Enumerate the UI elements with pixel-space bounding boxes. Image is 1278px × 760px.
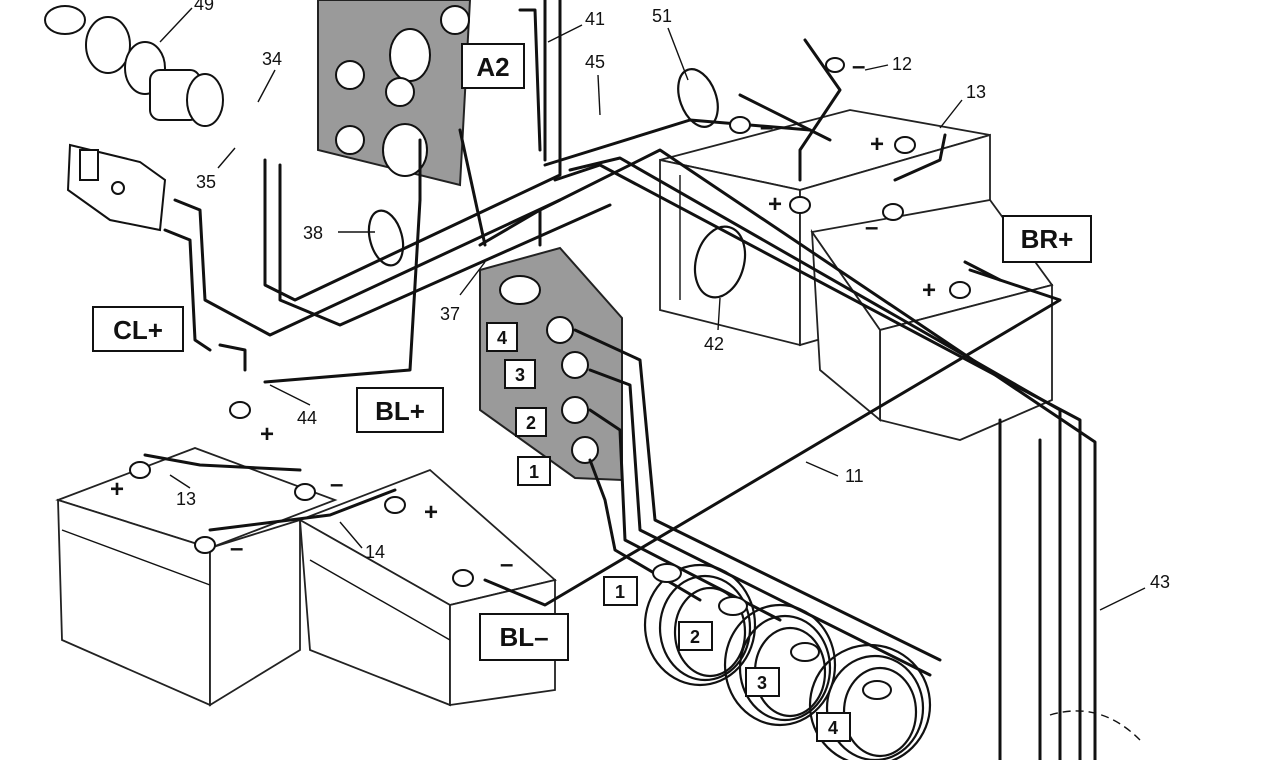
- label-coil-3: 3: [745, 667, 780, 697]
- callout-14: 14: [365, 542, 385, 562]
- svg-text:2: 2: [690, 627, 700, 647]
- battery-left-a: [55, 447, 338, 707]
- callout-42: 42: [704, 334, 724, 354]
- svg-text:CL+: CL+: [113, 315, 163, 345]
- label-terminal-3: 3: [504, 359, 536, 389]
- svg-text:–: –: [330, 471, 343, 498]
- label-bl-minus: BL–: [479, 613, 569, 661]
- wire-loops: [367, 68, 747, 299]
- label-terminal-1: 1: [517, 456, 551, 486]
- label-br-plus: BR+: [1002, 215, 1092, 263]
- callouts: 49 34 35 38 41 45 51 12 13 42 37 44 13 1…: [159, 0, 1170, 611]
- svg-text:4: 4: [497, 328, 507, 348]
- callout-49: 49: [194, 0, 214, 14]
- svg-text:+: +: [110, 476, 124, 503]
- svg-text:A2: A2: [476, 52, 509, 82]
- svg-text:3: 3: [757, 673, 767, 693]
- svg-text:–: –: [865, 214, 878, 241]
- svg-text:1: 1: [529, 462, 539, 482]
- svg-text:–: –: [852, 53, 865, 80]
- label-terminal-2: 2: [515, 407, 547, 437]
- polarity-signs: – – + + – + + + – + – –: [110, 53, 936, 578]
- label-a2: A2: [461, 43, 525, 89]
- callout-35: 35: [196, 172, 216, 192]
- svg-text:–: –: [760, 114, 773, 141]
- svg-text:+: +: [424, 499, 438, 526]
- label-coil-1: 1: [603, 576, 638, 606]
- svg-text:1: 1: [615, 582, 625, 602]
- callout-51: 51: [652, 6, 672, 26]
- label-cl-plus: CL+: [92, 306, 184, 352]
- solenoid-terminal-plate: [479, 246, 623, 482]
- svg-text:BL–: BL–: [499, 622, 548, 652]
- label-coil-2: 2: [678, 621, 713, 651]
- svg-text:+: +: [870, 131, 884, 158]
- callout-13-left: 13: [176, 489, 196, 509]
- callout-13-right: 13: [966, 82, 986, 102]
- callout-34: 34: [262, 49, 282, 69]
- svg-text:–: –: [500, 551, 513, 578]
- callout-38: 38: [303, 223, 323, 243]
- callout-43: 43: [1150, 572, 1170, 592]
- svg-text:2: 2: [526, 413, 536, 433]
- svg-text:+: +: [260, 421, 274, 448]
- callout-44: 44: [297, 408, 317, 428]
- label-terminal-4: 4: [486, 322, 518, 352]
- callout-11: 11: [845, 466, 864, 486]
- charger-receptacle: [66, 143, 167, 232]
- label-bl-plus: BL+: [356, 387, 444, 433]
- key-switch: [44, 5, 224, 127]
- battery-posts: [129, 57, 971, 587]
- callout-12: 12: [892, 54, 912, 74]
- battery-left-b: [297, 468, 557, 707]
- svg-text:4: 4: [828, 718, 838, 738]
- controller-plate: [317, 0, 472, 187]
- motor-field-coils: [643, 563, 1141, 760]
- label-coil-4: 4: [816, 712, 851, 742]
- svg-text:+: +: [922, 277, 936, 304]
- svg-text:BL+: BL+: [375, 396, 425, 426]
- svg-text:BR+: BR+: [1021, 224, 1074, 254]
- battery-right-front: [810, 199, 1054, 441]
- callout-37: 37: [440, 304, 460, 324]
- svg-text:+: +: [768, 191, 782, 218]
- callout-45: 45: [585, 52, 605, 72]
- svg-text:–: –: [230, 535, 243, 562]
- callout-41: 41: [585, 9, 605, 29]
- svg-text:3: 3: [515, 365, 525, 385]
